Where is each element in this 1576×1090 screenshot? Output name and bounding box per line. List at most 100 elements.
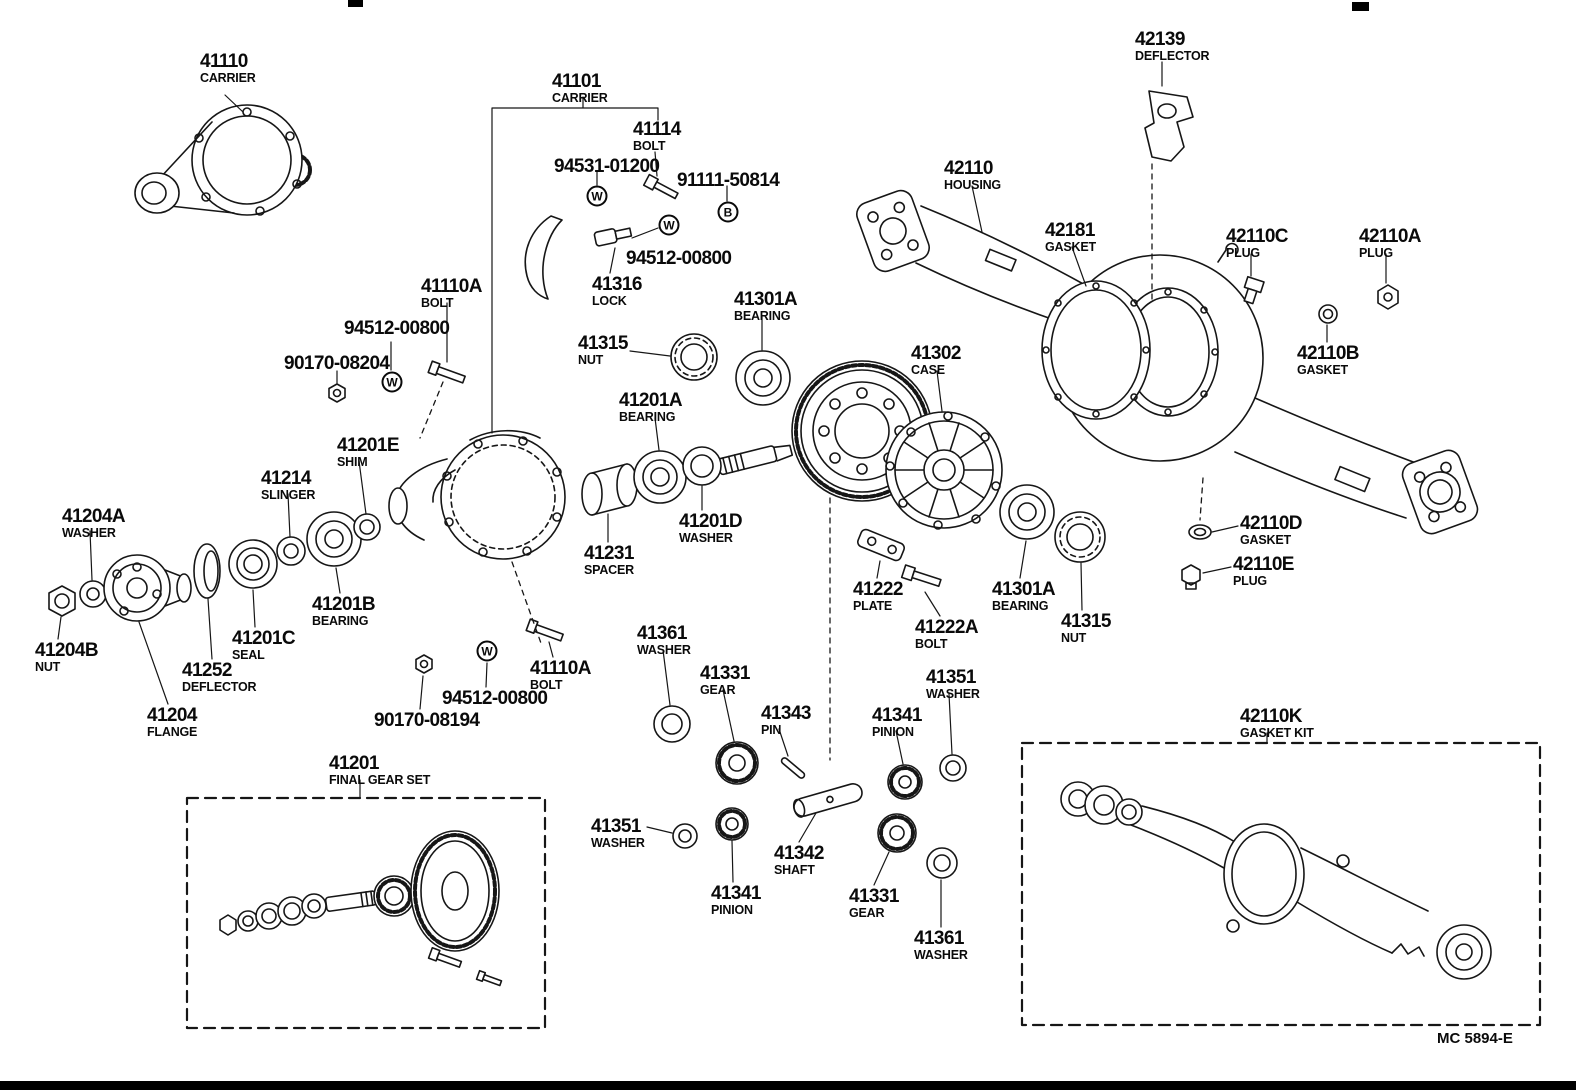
part-description: WASHER [591,836,645,851]
part-description: GASKET KIT [1240,726,1314,741]
pinion-stack [581,333,791,516]
part-description: WASHER [62,526,116,541]
part-number: 41342 [774,843,824,864]
part-number: 41110A [530,658,591,679]
part-description: HOUSING [944,178,1001,193]
part-description: BOLT [421,296,454,311]
part-number: 41315 [1061,611,1111,632]
part-number: 41201D [679,511,743,532]
part-label-94512-00800: 94512-00800 [442,689,548,709]
part-description: GASKET [1297,363,1348,378]
part-number: 41343 [761,703,811,724]
carrier-housing [388,429,566,560]
part-description: GASKET [1240,533,1291,548]
part-description: PLUG [1359,246,1393,261]
part-description: SLINGER [261,488,316,503]
part-number: 41252 [182,660,232,681]
part-number: 41231 [584,543,634,564]
part-number: 94531-01200 [554,156,660,177]
part-number: 41110 [200,51,248,72]
part-number: 41316 [592,274,642,295]
part-number: 94512-00800 [626,248,732,269]
part-number: 42110C [1226,226,1289,247]
part-description: SHAFT [774,863,815,878]
part-description: WASHER [679,531,733,546]
top-small-parts [427,173,679,642]
part-number: 41341 [872,705,922,726]
hardware-callout-B: B [717,201,739,223]
part-number: 41341 [711,883,761,904]
part-description: WASHER [926,687,980,702]
hardware-callout-W: W [658,214,680,236]
final-gear-set-box [185,796,547,1030]
part-label-94512-00800: 94512-00800 [626,248,732,269]
part-number: 41301A [992,579,1056,600]
part-number: 41315 [578,333,628,354]
part-description: WASHER [914,948,968,963]
flange-group [48,511,381,622]
part-description: CARRIER [552,91,608,106]
axle-housing [856,189,1479,535]
part-number: 41204B [35,640,99,661]
deflector-shape [1144,90,1194,162]
part-number: 41361 [914,928,964,949]
hardware-callout-W: W [381,371,403,393]
part-number: 41201C [232,628,296,649]
leader-lines [57,61,1387,928]
part-number: 91111-50814 [677,170,780,191]
part-number: 41114 [633,119,681,140]
part-description: FINAL GEAR SET [329,773,431,788]
part-label-94512-00800: 94512-00800 [344,319,450,339]
part-number: 41101 [552,71,601,92]
part-number: 42110A [1359,226,1422,247]
part-number: 41361 [637,623,687,644]
part-description: BEARING [992,599,1049,614]
part-description: GEAR [700,683,736,698]
part-number: 42110K [1240,706,1303,727]
part-description: NUT [578,353,604,368]
part-number: 42181 [1045,220,1095,241]
part-number: 41301A [734,289,798,310]
part-description: CASE [911,363,945,378]
scan-artifact-bottom [0,1081,1576,1090]
part-number: 42110 [944,158,993,179]
part-description: BOLT [915,637,948,652]
part-description: FLANGE [147,725,198,740]
part-number: 41201A [619,390,683,411]
part-description: PLUG [1226,246,1260,261]
part-description: GASKET [1045,240,1096,255]
part-label-91111-50814: 91111-50814 [677,170,780,191]
part-description: PLATE [853,599,893,614]
part-description: BOLT [633,139,666,154]
part-number: 90170-08204 [284,353,390,374]
differential-case [885,411,1003,530]
part-number: 41110A [421,276,482,297]
